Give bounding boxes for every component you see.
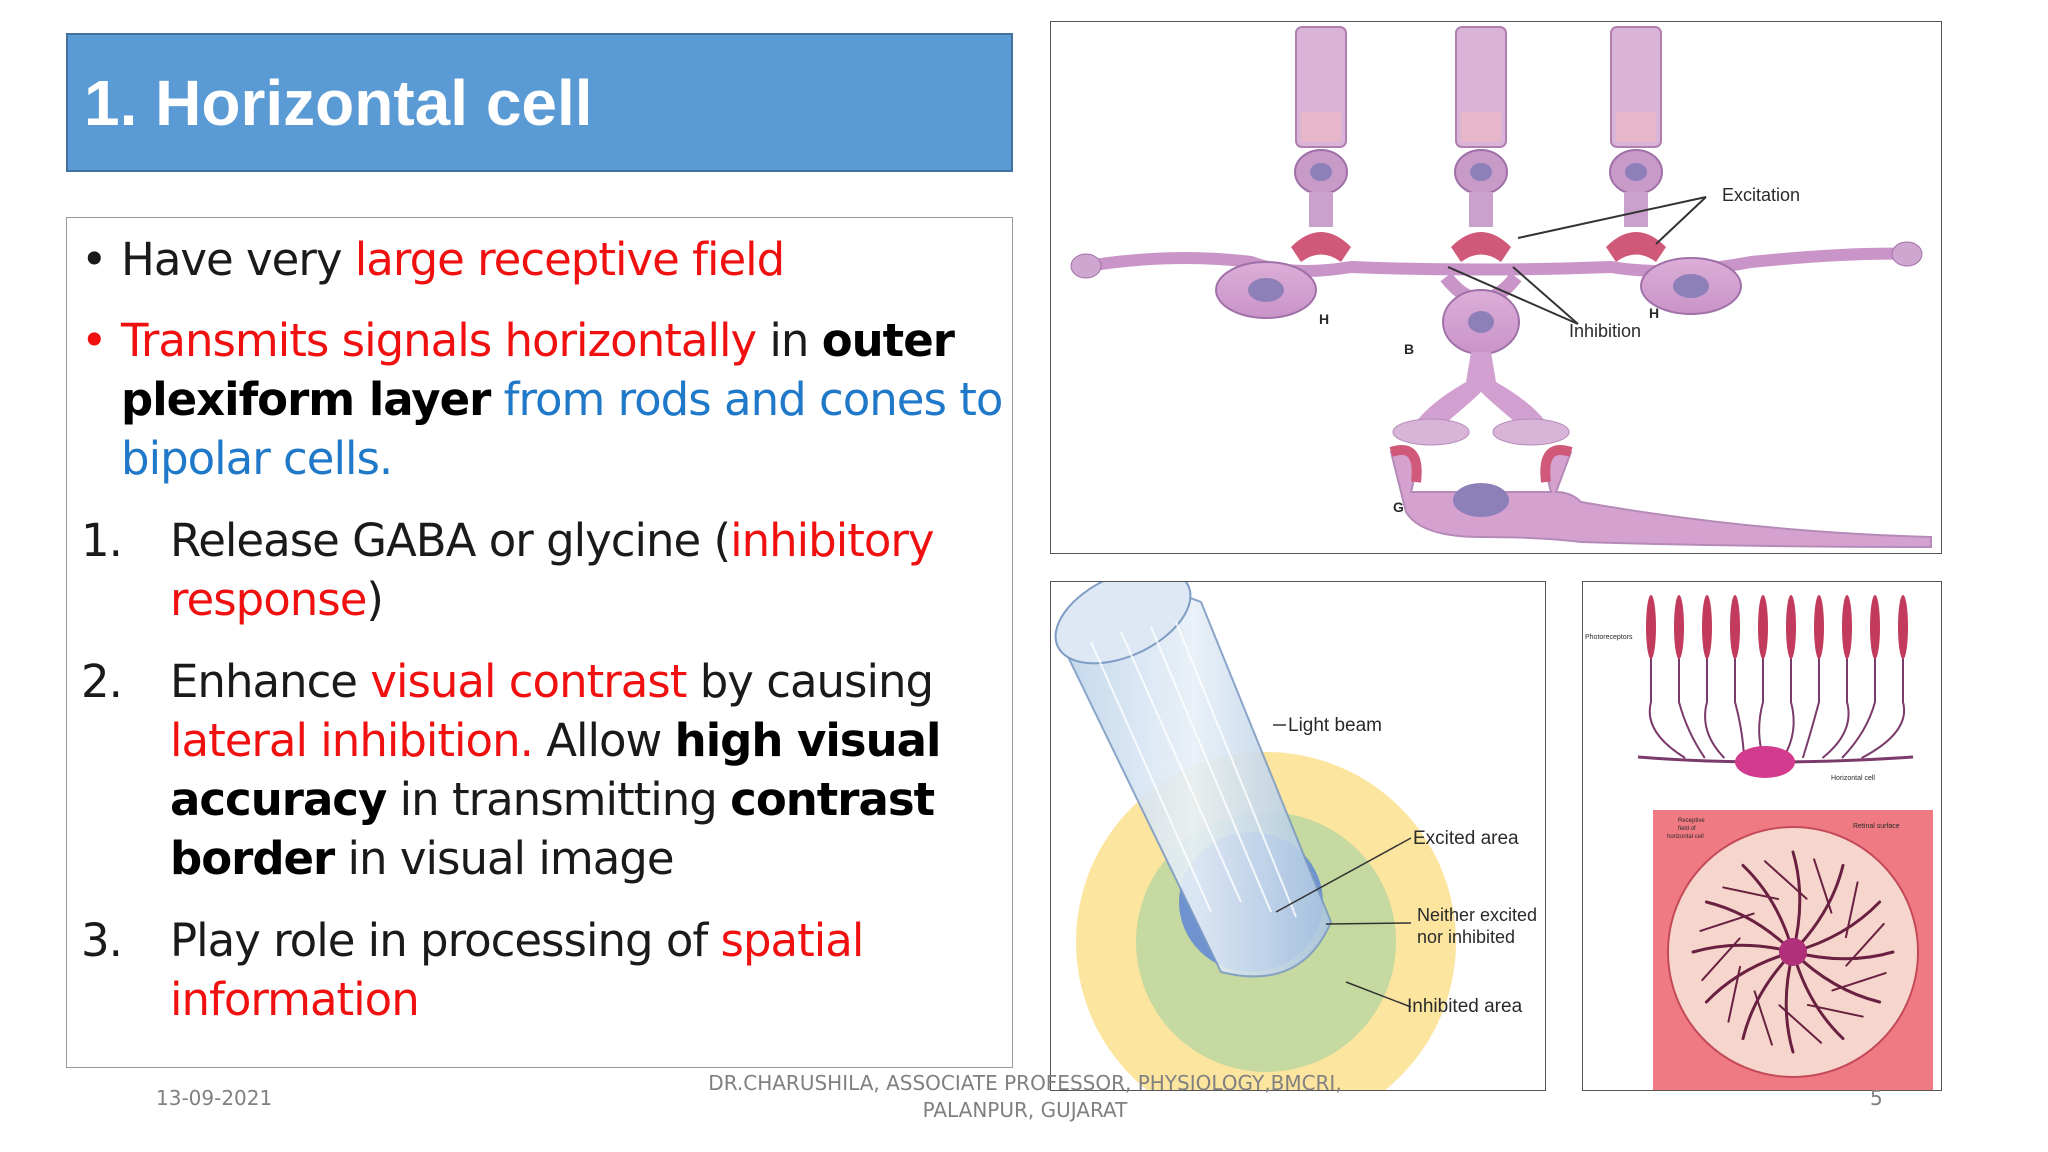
bullet-text: Transmits signals horizontally in outer … bbox=[121, 311, 1012, 488]
text-run: Enhance bbox=[170, 655, 371, 708]
text-run: by causing bbox=[686, 655, 934, 708]
dendrite-branch bbox=[1699, 912, 1755, 932]
label-neither-line2: nor inhibited bbox=[1417, 927, 1515, 947]
text-run: spatial information bbox=[170, 914, 864, 1026]
label-h-right: H bbox=[1649, 305, 1659, 321]
item-text: Release GABA or glycine (inhibitory resp… bbox=[170, 511, 1012, 629]
dendrite-branch bbox=[1831, 972, 1887, 992]
horizontal-cell-soma bbox=[1779, 938, 1807, 966]
dendrite-branch bbox=[1701, 937, 1741, 982]
text-run: Allow bbox=[532, 714, 675, 767]
photoreceptor bbox=[1646, 595, 1686, 759]
text-run: from rods and cones to bipolar cells. bbox=[121, 373, 1003, 485]
ganglion-cell bbox=[1389, 445, 1932, 549]
horizontal-cell-processes bbox=[1070, 241, 1923, 319]
photoreceptor-row bbox=[1646, 595, 1908, 759]
photoreceptor-right bbox=[1606, 26, 1666, 262]
text-run: outer plexiform layer bbox=[121, 314, 955, 426]
retinal-circuit-figure: Excitation Inhibition H H B G bbox=[1050, 21, 1942, 554]
photoreceptor bbox=[1674, 595, 1706, 759]
label-h-left: H bbox=[1319, 311, 1329, 327]
light-beam-figure: Light beam Excited area Neither excited … bbox=[1050, 581, 1546, 1091]
numbered-item-1: 1. Release GABA or glycine (inhibitory r… bbox=[67, 511, 1012, 629]
dendrite-branch bbox=[1722, 886, 1780, 901]
label-light-beam: Light beam bbox=[1288, 715, 1382, 736]
text-run: inhibitory response bbox=[170, 514, 935, 626]
label-horizontal-cell: Horizontal cell bbox=[1831, 775, 1875, 782]
photoreceptor bbox=[1758, 595, 1768, 759]
item-text: Play role in processing of spatial infor… bbox=[170, 911, 1012, 1029]
number-marker: 2. bbox=[81, 655, 123, 708]
footer-author-line2: PALANPUR, GUJARAT bbox=[922, 1098, 1128, 1122]
label-b: B bbox=[1404, 341, 1414, 357]
text-run: large receptive field bbox=[354, 233, 785, 286]
label-retinal-surface: Retinal surface bbox=[1853, 823, 1900, 830]
photoreceptor bbox=[1821, 595, 1852, 759]
photoreceptor-middle bbox=[1451, 26, 1511, 262]
label-receptive-field-3: horizontal cell bbox=[1667, 834, 1704, 840]
text-run: Play role in processing of bbox=[170, 914, 721, 967]
receptive-field-diagram: Light beam Excited area Neither excited … bbox=[1054, 582, 1537, 1090]
retinal-circuit-diagram: Excitation Inhibition H H B G bbox=[1070, 26, 1932, 549]
bullet-marker: • bbox=[81, 233, 108, 286]
content-box: • Have very large receptive field • Tran… bbox=[66, 217, 1013, 1068]
label-photoreceptors: Photoreceptors bbox=[1585, 634, 1633, 641]
number-marker: 1. bbox=[81, 514, 123, 567]
number-marker: 3. bbox=[81, 914, 123, 967]
photoreceptor bbox=[1782, 595, 1796, 759]
text-run: high visual accuracy bbox=[170, 714, 941, 826]
photoreceptor bbox=[1801, 595, 1824, 759]
dendrite-branch bbox=[1778, 1004, 1823, 1044]
dendrite-branch bbox=[1813, 858, 1833, 914]
bipolar-cell bbox=[1392, 272, 1570, 446]
text-run: lateral inhibition. bbox=[170, 714, 534, 767]
bullet-2: • Transmits signals horizontally in oute… bbox=[67, 311, 1012, 488]
dendrite-branch bbox=[1727, 965, 1742, 1023]
numbered-item-3: 3. Play role in processing of spatial in… bbox=[67, 911, 1012, 1029]
text-run: visual contrast bbox=[370, 655, 687, 708]
bullet-text: Have very large receptive field bbox=[121, 230, 785, 289]
label-receptive-field-2: field of bbox=[1678, 826, 1696, 832]
dendrite-branch bbox=[1845, 922, 1885, 967]
footer-author-line1: DR.CHARUSHILA, ASSOCIATE PROFESSOR, PHYS… bbox=[708, 1071, 1342, 1095]
label-receptive-field-1: Receptive bbox=[1678, 818, 1705, 824]
dendrite-branch bbox=[1753, 990, 1773, 1046]
label-inhibition: Inhibition bbox=[1569, 321, 1641, 341]
text-run: in transmitting bbox=[386, 773, 731, 826]
title-bar: 1. Horizontal cell bbox=[66, 33, 1013, 172]
photoreceptor bbox=[1841, 595, 1880, 759]
label-g: G bbox=[1393, 499, 1404, 515]
label-inhibited-area: Inhibited area bbox=[1407, 996, 1523, 1017]
slide-title: 1. Horizontal cell bbox=[84, 67, 593, 139]
item-text: Enhance visual contrast by causing later… bbox=[170, 652, 1012, 888]
footer-author: DR.CHARUSHILA, ASSOCIATE PROFESSOR, PHYS… bbox=[600, 1070, 1450, 1124]
photoreceptor bbox=[1730, 595, 1745, 759]
horizontal-cell-body bbox=[1735, 746, 1795, 778]
label-neither-line1: Neither excited bbox=[1417, 905, 1537, 925]
text-run: in visual image bbox=[334, 832, 675, 885]
label-excitation: Excitation bbox=[1722, 185, 1800, 205]
bullet-1: • Have very large receptive field bbox=[67, 230, 785, 289]
text-run: contrast border bbox=[170, 773, 935, 885]
numbered-item-2: 2. Enhance visual contrast by causing la… bbox=[67, 652, 1012, 888]
photoreceptor bbox=[1702, 595, 1726, 759]
text-run: Have very bbox=[121, 233, 355, 286]
footer-date: 13-09-2021 bbox=[156, 1086, 273, 1110]
photoreceptor-left bbox=[1291, 26, 1351, 262]
annotation-lines bbox=[1447, 196, 1707, 325]
text-run: ) bbox=[366, 573, 384, 626]
dendrite-branch bbox=[1806, 1003, 1864, 1018]
text-run: Transmits signals horizontally bbox=[121, 314, 757, 367]
page-number: 5 bbox=[1870, 1086, 1883, 1110]
dendrite-branch bbox=[1763, 860, 1808, 900]
text-run: in bbox=[756, 314, 822, 367]
dendrite-branch bbox=[1844, 881, 1859, 939]
bullet-marker: • bbox=[81, 314, 108, 367]
photoreceptor bbox=[1861, 595, 1908, 759]
text-run: Release GABA or glycine ( bbox=[170, 514, 731, 567]
label-excited-area: Excited area bbox=[1413, 828, 1519, 849]
horizontal-cell-figure: Photoreceptors Horizontal cell Receptive… bbox=[1582, 581, 1942, 1091]
horizontal-cell-diagram: Photoreceptors Horizontal cell Receptive… bbox=[1585, 595, 1933, 1090]
